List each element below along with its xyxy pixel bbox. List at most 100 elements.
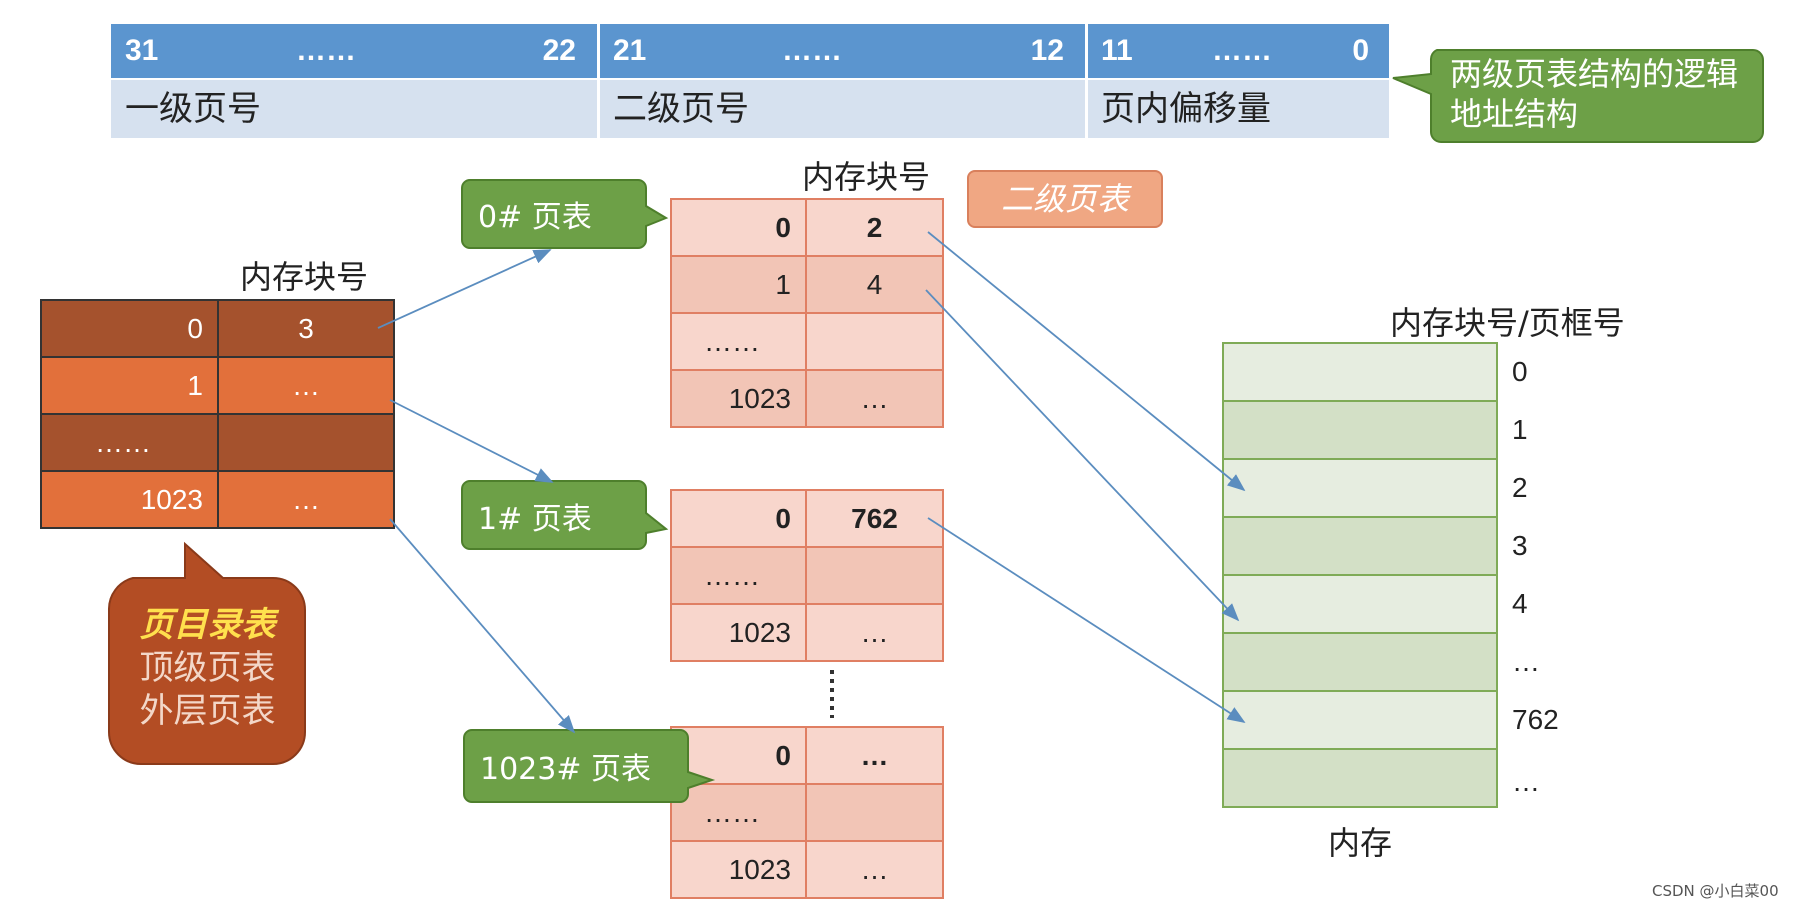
- pt-index: 1023: [670, 603, 807, 662]
- table-row: [1222, 400, 1498, 460]
- pt-value: …: [805, 840, 944, 899]
- bit-dots: ……: [296, 34, 356, 67]
- arrow-dir1-to-table1: [389, 399, 554, 483]
- dir-value: …: [217, 356, 395, 415]
- table-row: 1 4: [670, 255, 944, 314]
- table-row: ……: [670, 312, 944, 371]
- dir-value: 3: [217, 299, 395, 358]
- arrow-t0-row0-to-frame2: [927, 231, 1246, 492]
- pt-value: 762: [805, 489, 944, 548]
- frame-number: 1: [1512, 414, 1528, 445]
- arrow-dir0-to-table0: [377, 249, 552, 329]
- dir-index: 1023: [40, 470, 219, 529]
- table-row: [1222, 632, 1498, 692]
- table-row: [1222, 690, 1498, 750]
- bit-dots: ……: [1212, 34, 1272, 67]
- bits-31-22: 31 …… 22: [111, 24, 598, 78]
- page-offset: 页内偏移量: [1087, 80, 1389, 138]
- directory-callout-title: 页目录表: [139, 605, 276, 645]
- table-row: 1023 …: [670, 369, 944, 428]
- memory-frames: [1222, 342, 1498, 808]
- frame-number: 3: [1512, 530, 1528, 561]
- pt-index: ……: [670, 546, 807, 605]
- bit-dots: ……: [782, 34, 842, 67]
- memory-header: 内存块号/页框号: [1390, 304, 1625, 342]
- table-row: [1222, 748, 1498, 808]
- page-directory-table: 0 3 1 … …… 1023 …: [40, 299, 395, 529]
- bit-label: 11: [1101, 34, 1133, 67]
- page-table-0-callout-shape: [461, 179, 669, 249]
- pt-index: 0: [670, 489, 807, 548]
- arrow-t0-row1-to-frame4: [925, 289, 1240, 622]
- table-row: ……: [670, 783, 944, 842]
- page-table-1-callout-shape: [461, 480, 669, 550]
- pt-value: [805, 783, 944, 842]
- directory-callout-line3: 外层页表: [139, 691, 276, 731]
- vertical-ellipsis-icon: [830, 670, 834, 718]
- directory-header: 内存块号: [240, 258, 369, 296]
- second-level-badge: 二级页表: [967, 170, 1163, 228]
- pt-index: ……: [670, 783, 807, 842]
- table-row: [1222, 516, 1498, 576]
- pt-value: …: [805, 603, 944, 662]
- address-callout-shape: [1392, 49, 1764, 143]
- bit-label: 22: [542, 34, 576, 67]
- pt-index: 1023: [670, 840, 807, 899]
- level1-page-number: 一级页号: [111, 80, 598, 138]
- page-table-1-label: 1# 页表: [478, 502, 592, 537]
- table-row: [1222, 342, 1498, 402]
- directory-callout-shape: [107, 541, 306, 765]
- dir-index: 1: [40, 356, 219, 415]
- address-callout: 两级页表结构的逻辑地址结构: [1450, 55, 1739, 133]
- pt-index: 0: [670, 198, 807, 257]
- watermark: CSDN @小白菜00: [1652, 882, 1779, 900]
- page-table-0-label: 0# 页表: [478, 200, 592, 235]
- pt-value: …: [805, 726, 944, 785]
- table-row: 1 …: [40, 356, 395, 415]
- page-table-1023-callout-shape: [463, 729, 716, 803]
- page-table-0: 0 2 1 4 …… 1023 …: [670, 198, 944, 428]
- frame-number: …: [1512, 646, 1540, 677]
- arrow-t1-row0-to-frame762: [927, 517, 1246, 723]
- directory-callout: 页目录表 顶级页表 外层页表: [110, 604, 305, 733]
- table-row: 1023 …: [670, 603, 944, 662]
- pt-value: [805, 546, 944, 605]
- level2-page-number: 二级页号: [599, 80, 1086, 138]
- dir-value: …: [217, 470, 395, 529]
- bit-label: 21: [613, 34, 647, 67]
- table-row: ……: [40, 413, 395, 472]
- bit-label: 0: [1352, 34, 1369, 67]
- frame-number: 762: [1512, 704, 1559, 735]
- pt-value: [805, 312, 944, 371]
- table-row: [1222, 458, 1498, 518]
- table-row: 1023 …: [670, 840, 944, 899]
- pt-index: ……: [670, 312, 807, 371]
- frame-number: …: [1512, 766, 1540, 797]
- table-row: ……: [670, 546, 944, 605]
- pt-value: 2: [805, 198, 944, 257]
- second-level-header: 内存块号: [802, 158, 931, 196]
- dir-index: 0: [40, 299, 219, 358]
- pt-index: 1: [670, 255, 807, 314]
- bits-11-0: 11 …… 0: [1087, 24, 1389, 78]
- table-row: 0 762: [670, 489, 944, 548]
- bit-label: 12: [1030, 34, 1064, 67]
- frame-number: 2: [1512, 472, 1528, 503]
- directory-callout-line2: 顶级页表: [139, 648, 276, 688]
- table-row: 1023 …: [40, 470, 395, 529]
- bits-21-12: 21 …… 12: [599, 24, 1086, 78]
- memory-caption: 内存: [1328, 824, 1393, 862]
- page-table-1023-label: 1023# 页表: [480, 752, 652, 787]
- page-table-1: 0 762 …… 1023 …: [670, 489, 944, 662]
- frame-number: 0: [1512, 356, 1528, 387]
- arrow-dir1023-to-table1023: [389, 518, 576, 734]
- table-row: 0 3: [40, 299, 395, 358]
- pt-index: 1023: [670, 369, 807, 428]
- table-row: 0 2: [670, 198, 944, 257]
- table-row: [1222, 574, 1498, 634]
- frame-number: 4: [1512, 588, 1528, 619]
- pt-value: 4: [805, 255, 944, 314]
- bit-label: 31: [125, 34, 159, 67]
- dir-index: ……: [40, 413, 219, 472]
